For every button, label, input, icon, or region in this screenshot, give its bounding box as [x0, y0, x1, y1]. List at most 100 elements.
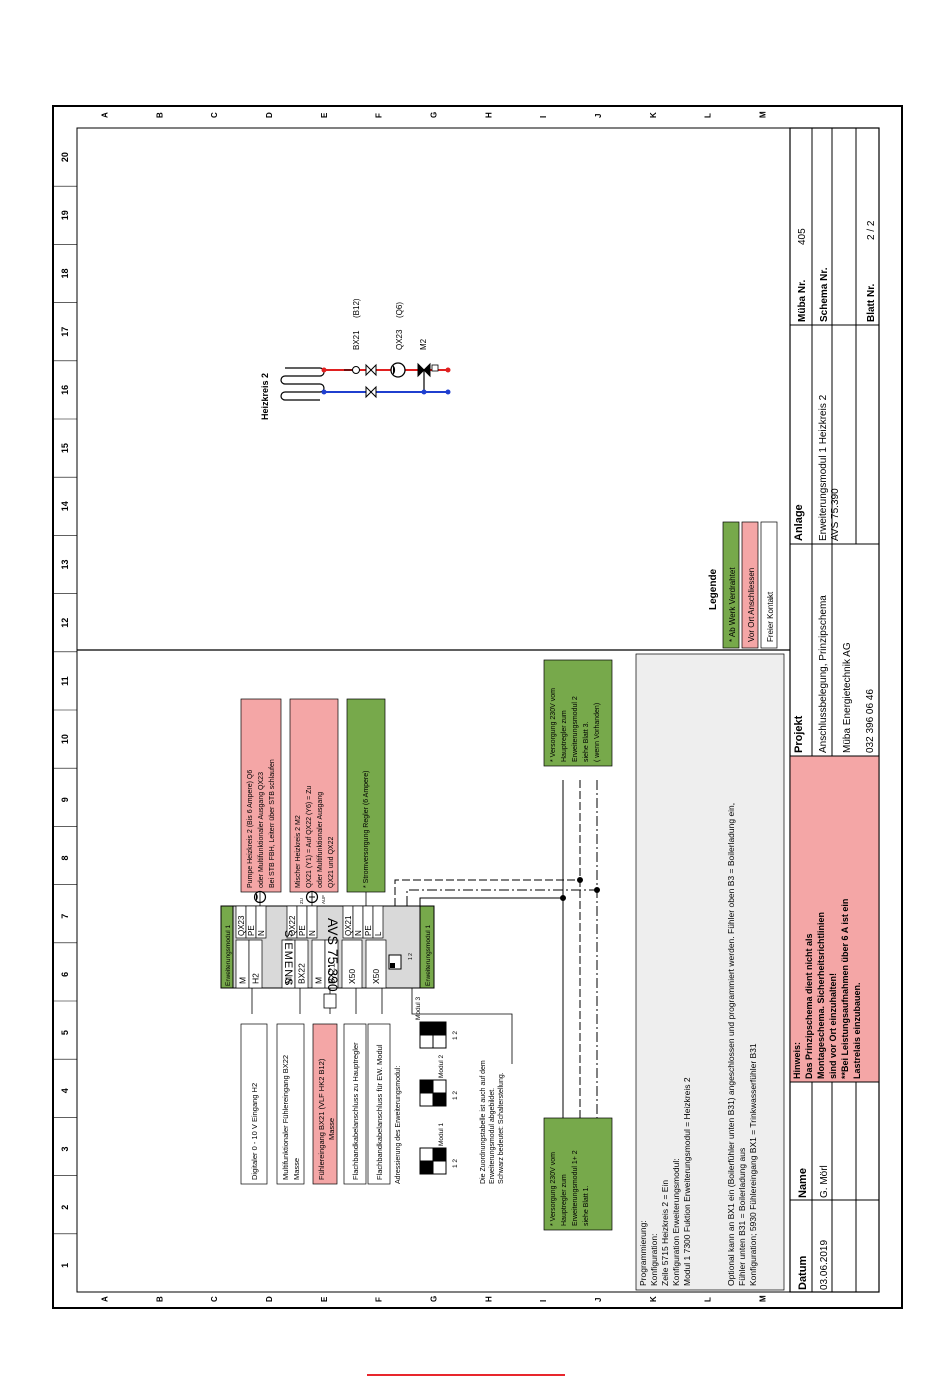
label-box-bx21 — [312, 1023, 338, 1185]
label-box-bx22 — [276, 1023, 305, 1185]
dip-modul-2: Modul 2 1 2 — [419, 1054, 459, 1107]
bottom-terminal-label: QX23 — [237, 915, 246, 936]
row-letter: A — [100, 1296, 109, 1302]
prog-line-1: Konfiguration: — [649, 1234, 659, 1286]
supply-right-2: Erweiterungsmodul 2 — [572, 696, 579, 762]
addressing-note-0: Die Zuordnungstabelle ist auch auf dem — [480, 1060, 487, 1184]
label-box-flat-ext — [367, 1023, 391, 1185]
anlage-line-0: Erweiterungsmodul 1 Heizkreis 2 — [818, 394, 829, 541]
addressing-note-1: Erweiterungsmodul abgebildet. — [489, 1088, 496, 1184]
prog-line-6: Optional kann an BX1 ein (Boilerfühler u… — [726, 803, 736, 1286]
row-letter: C — [210, 1296, 219, 1302]
modul-3-dip: 1 2 — [452, 1031, 459, 1040]
row-letter: I — [539, 1300, 548, 1302]
column-number: 12 — [60, 618, 70, 628]
row-letter: H — [484, 1296, 493, 1302]
column-number: 4 — [60, 1088, 70, 1093]
programming-panel: Programmierung: Konfiguration: Zeile 571… — [635, 653, 785, 1291]
row-letter: E — [320, 112, 329, 118]
datum-value: 03.06.2019 — [819, 1240, 830, 1290]
column-number: 19 — [60, 210, 70, 220]
modul-3-label: Modul 3 — [415, 996, 422, 1020]
column-number: 15 — [60, 443, 70, 453]
bottom-terminal-label: PE — [247, 925, 256, 936]
modul-2-dip: 1 2 — [452, 1091, 459, 1100]
row-letter: M — [759, 1295, 768, 1302]
bx21-sensor-icon — [352, 366, 360, 374]
qx23-label: QX23 — [395, 329, 404, 350]
pumpe-line-2: Bei STB FBH, Leiterr über STB schlaufen — [269, 759, 276, 888]
mischer-line-0: Mischer Heizkreis 2 M2 — [295, 815, 302, 888]
row-letter: A — [100, 112, 109, 118]
supply-right-0: * Versorgung 230V vom — [550, 688, 557, 762]
row-letter: B — [155, 112, 164, 118]
row-letter: F — [375, 113, 384, 118]
row-letter: C — [210, 112, 219, 118]
legend-item-1: Vor Ort Anschliessen — [747, 568, 756, 642]
projekt-line-1: Müba Energietechnik AG — [842, 642, 853, 753]
label-flat-main: Flachbandkabelanschluss zu Hauptregler — [351, 1042, 360, 1180]
projekt-label: Projekt — [793, 715, 805, 753]
column-number: 5 — [60, 1030, 70, 1035]
row-letter: I — [539, 116, 548, 118]
prog-line-2: Zeile 5715 Heizkreis 2 = Ein — [660, 1180, 670, 1286]
column-number: 20 — [60, 152, 70, 162]
modul-1-label: Modul 1 — [438, 1122, 445, 1146]
label-h2: Digitaler 0 - 10 V Eingang H2 — [250, 1083, 259, 1180]
label-box-flat-main — [343, 1023, 367, 1185]
projekt-line-2: 032 396 06 46 — [865, 689, 876, 753]
top-terminal-label: BX22 — [297, 963, 307, 984]
hinweis-line-3: sind vor Ort einzuhalten! — [828, 973, 838, 1079]
legend-item-0: * Ab Werk Verdrahtet — [728, 567, 737, 642]
mischer-box — [289, 698, 339, 893]
legend: Legende * Ab Werk Verdrahtet Vor Ort Ans… — [708, 521, 778, 649]
top-terminal-label: X50 — [347, 969, 357, 984]
name-label: Name — [797, 1168, 809, 1198]
outer-frame — [52, 105, 903, 1309]
column-number: 10 — [60, 734, 70, 744]
row-letter: E — [320, 1296, 329, 1302]
label-bx21: Fühlereingang BX21 (VLF HK2 B12) — [317, 1058, 326, 1180]
bottom-terminal-label: PE — [364, 925, 373, 936]
module-top-label: Erweiterungsmodul 1 — [225, 925, 232, 986]
mischer-line-2: oder Multifunktionaler Ausgang — [317, 792, 324, 888]
top-terminal-label: X50 — [371, 969, 381, 984]
row-letter: H — [484, 112, 493, 118]
row-letter: D — [265, 1296, 274, 1302]
schema-nr-label: Schema Nr. — [819, 267, 830, 322]
label-box-h2 — [240, 1023, 268, 1185]
label-bx21-masse: Masse — [327, 1118, 336, 1140]
column-number: 6 — [60, 972, 70, 977]
supply-left-0: * Versorgung 230V vom — [550, 1152, 557, 1226]
top-terminal-label: M — [284, 977, 294, 984]
return-valve-icon — [365, 385, 377, 399]
hinweis-line-0: Hinweis: — [792, 1042, 802, 1079]
module-bottom-label-bar — [419, 905, 435, 989]
pump-q6-icon — [390, 362, 406, 378]
row-letter: K — [649, 112, 658, 118]
row-letter: L — [704, 113, 713, 118]
column-number: 7 — [60, 914, 70, 919]
supply-right-box — [543, 659, 613, 767]
right-labels: Pumpe Heizkreis 2 (Bis 6 Ampere) Q6 oder… — [240, 698, 386, 906]
title-block — [789, 127, 880, 1293]
row-letter: B — [155, 1296, 164, 1302]
legend-green-swatch — [722, 521, 740, 649]
column-number: 11 — [60, 676, 70, 686]
supply-left-1: Hauptregler zum — [561, 1174, 568, 1226]
hinweis-line-5: Lastrelais einzubauen. — [852, 982, 862, 1079]
bottom-terminal-label: N — [308, 930, 317, 936]
column-number: 9 — [60, 797, 70, 802]
hinweis-box — [789, 755, 880, 1083]
auf-label: AUF — [321, 895, 326, 904]
module-left-wiring — [251, 988, 513, 1064]
column-number: 14 — [60, 501, 70, 511]
supply-valve-icon — [365, 363, 377, 377]
row-letter: F — [375, 1297, 384, 1302]
row-letter: G — [430, 112, 439, 118]
title-block-texts: Datum 03.06.2019 Name G. Mörl Hinweis: D… — [792, 220, 877, 1290]
dip-modul-3: Modul 3 1 2 — [415, 996, 459, 1049]
